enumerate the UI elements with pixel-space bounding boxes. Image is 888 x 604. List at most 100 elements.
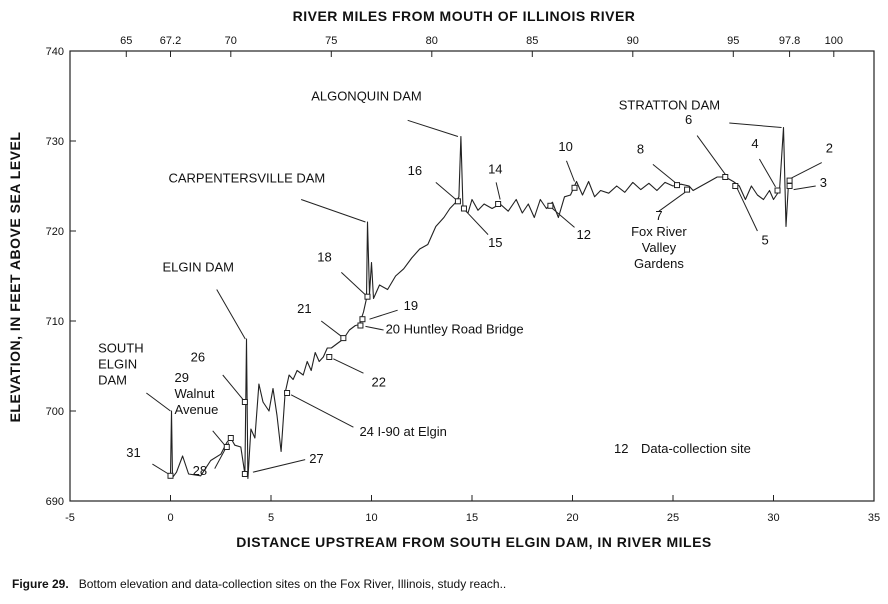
leader-line: [658, 191, 686, 212]
y-tick-label: 740: [46, 46, 64, 58]
annotation-label: Fox River: [631, 224, 687, 239]
annotation-label: ALGONQUIN DAM: [311, 89, 422, 104]
annotation-label: Avenue: [175, 402, 219, 417]
annotation-label: 29: [175, 370, 189, 385]
top-tick-label: 85: [526, 35, 538, 47]
annotation-label: 19: [404, 298, 418, 313]
leader-line: [566, 160, 575, 182]
annotation-label: 7: [655, 208, 662, 223]
leader-line: [252, 459, 306, 473]
annotation-label: 18: [317, 250, 331, 265]
y-axis-title: ELEVATION, IN FEET ABOVE SEA LEVEL: [7, 132, 23, 423]
leader-line: [365, 325, 384, 331]
site-marker: [284, 390, 291, 396]
y-tick-label: 720: [46, 226, 64, 238]
site-marker: [241, 471, 248, 477]
site-marker: [571, 184, 578, 191]
leader-line: [729, 122, 782, 128]
annotation-label: ELGIN DAM: [162, 260, 234, 275]
annotation-label: DAM: [98, 373, 127, 388]
annotation-label: 16: [408, 163, 422, 178]
top-tick-label: 95: [727, 35, 739, 47]
annotation-label: 4: [751, 136, 758, 151]
annotation-label: 28: [193, 463, 207, 478]
leader-line: [212, 430, 226, 446]
leader-line: [216, 289, 246, 340]
leader-line: [369, 309, 398, 320]
site-marker: [684, 186, 691, 193]
leader-line: [652, 164, 676, 183]
site-marker: [454, 198, 461, 205]
annotation-label: 15: [488, 235, 502, 250]
site-marker: [340, 335, 347, 342]
site-marker: [460, 205, 467, 212]
leader-line: [696, 135, 726, 175]
top-axis-title: RIVER MILES FROM MOUTH OF ILLINOIS RIVER: [293, 8, 636, 24]
annotation-label: 5: [761, 233, 768, 248]
site-marker: [495, 201, 502, 207]
x-tick-label: 10: [365, 512, 377, 524]
x-tick-label: 0: [167, 512, 173, 524]
annotation-label: 31: [126, 445, 140, 460]
leader-line: [152, 463, 169, 475]
annotation-label: SOUTH: [98, 341, 144, 356]
figure-caption: Figure 29.Bottom elevation and data-coll…: [12, 577, 506, 591]
annotation-label: 3: [820, 175, 827, 190]
annotation-label: STRATTON DAM: [619, 98, 720, 113]
x-tick-label: 15: [466, 512, 478, 524]
annotation-label: 20 Huntley Road Bridge: [386, 322, 524, 337]
annotation-label: 21: [297, 301, 311, 316]
annotation-label: 24 I-90 at Elgin: [359, 424, 446, 439]
top-tick-label: 97.8: [779, 35, 800, 47]
x-tick-label: 25: [667, 512, 679, 524]
site-marker: [774, 187, 781, 194]
x-axis-ticks: -5 0 5 10 15 20 25 30 35: [65, 495, 880, 524]
leader-line: [791, 162, 822, 179]
top-tick-label: 80: [426, 35, 438, 47]
annotation-label: Valley: [642, 240, 677, 255]
site-marker: [364, 293, 371, 300]
annotation-label: 8: [637, 142, 644, 157]
riverbed-profile-line: [169, 126, 792, 480]
leader-line: [736, 188, 758, 232]
legend-site-number: 12: [614, 441, 628, 456]
leader-line: [320, 320, 342, 337]
leader-line: [146, 392, 171, 412]
annotation-label: 2: [826, 141, 833, 156]
x-tick-label: 30: [767, 512, 779, 524]
site-marker: [547, 202, 554, 209]
data-collection-sites: [167, 174, 793, 479]
site-marker: [732, 183, 739, 189]
y-tick-label: 700: [46, 406, 64, 418]
leader-line: [333, 358, 364, 374]
site-marker: [786, 177, 793, 184]
site-marker: [241, 399, 248, 405]
annotation-label: CARPENTERSVILLE DAM: [168, 170, 325, 185]
annotation-label: 12: [577, 227, 591, 242]
x-tick-label: 5: [268, 512, 274, 524]
x-tick-label: 35: [868, 512, 880, 524]
site-marker: [167, 472, 174, 479]
leader-line: [495, 182, 501, 200]
site-marker: [326, 354, 333, 360]
x-tick-label: 20: [566, 512, 578, 524]
annotation-label: 14: [488, 161, 502, 176]
annotation-label: Gardens: [634, 256, 684, 271]
annotation-label: 22: [372, 375, 386, 390]
leader-line: [435, 182, 457, 200]
x-tick-label: -5: [65, 512, 75, 524]
leader-line: [407, 119, 459, 137]
leader-line: [341, 272, 366, 296]
leader-line: [290, 394, 354, 428]
y-tick-label: 690: [46, 496, 64, 508]
top-tick-label: 65: [120, 35, 132, 47]
legend-site-label: Data-collection site: [641, 441, 751, 456]
top-tick-label: 70: [225, 35, 237, 47]
site-marker: [357, 322, 364, 329]
annotation-label: 10: [558, 139, 572, 154]
site-marker: [786, 183, 793, 189]
